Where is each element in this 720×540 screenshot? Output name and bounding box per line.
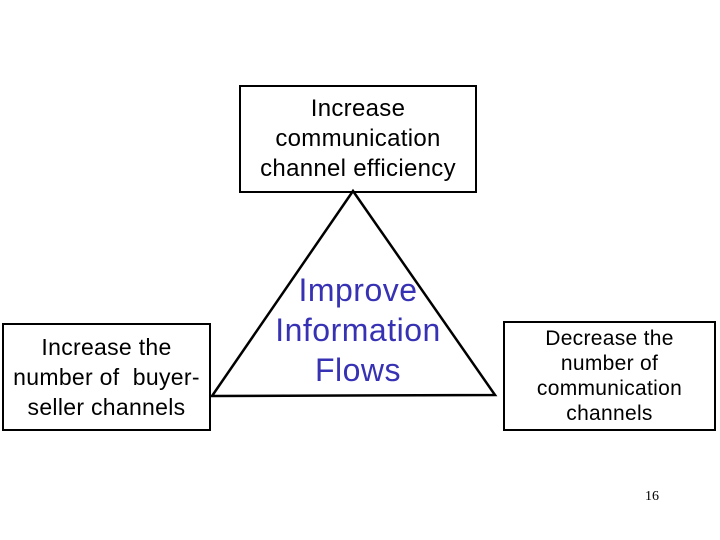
- box-text-line: channel efficiency: [260, 155, 456, 182]
- box-text-line: communication: [275, 125, 441, 152]
- triangle-outline: [209, 188, 498, 398]
- triangle-label-improve-information-flows: Improve Information Flows: [243, 270, 473, 390]
- box-text-line: channels: [566, 402, 653, 425]
- box-text-line: number of buyer-: [13, 364, 200, 390]
- box-text-line: communication: [536, 377, 683, 400]
- page-number: 16: [645, 489, 659, 504]
- triangle-label-line: Information: [275, 312, 441, 348]
- box-increase-buyer-seller-channels: Increase the number of buyer- seller cha…: [2, 323, 211, 431]
- box-text-line: number of: [560, 352, 659, 375]
- triangle-label-line: Improve: [298, 272, 418, 308]
- box-text-line: Increase: [310, 95, 406, 122]
- box-decrease-communication-channels: Decrease the number of communication cha…: [503, 321, 716, 431]
- triangle-label-line: Flows: [314, 352, 402, 388]
- box-text-line: Decrease the: [545, 327, 674, 350]
- box-increase-communication-efficiency: Increase communication channel efficienc…: [239, 85, 477, 193]
- box-text-line: seller channels: [27, 394, 186, 420]
- box-text-line: Increase the: [41, 334, 172, 360]
- triangle-shape: [209, 188, 498, 398]
